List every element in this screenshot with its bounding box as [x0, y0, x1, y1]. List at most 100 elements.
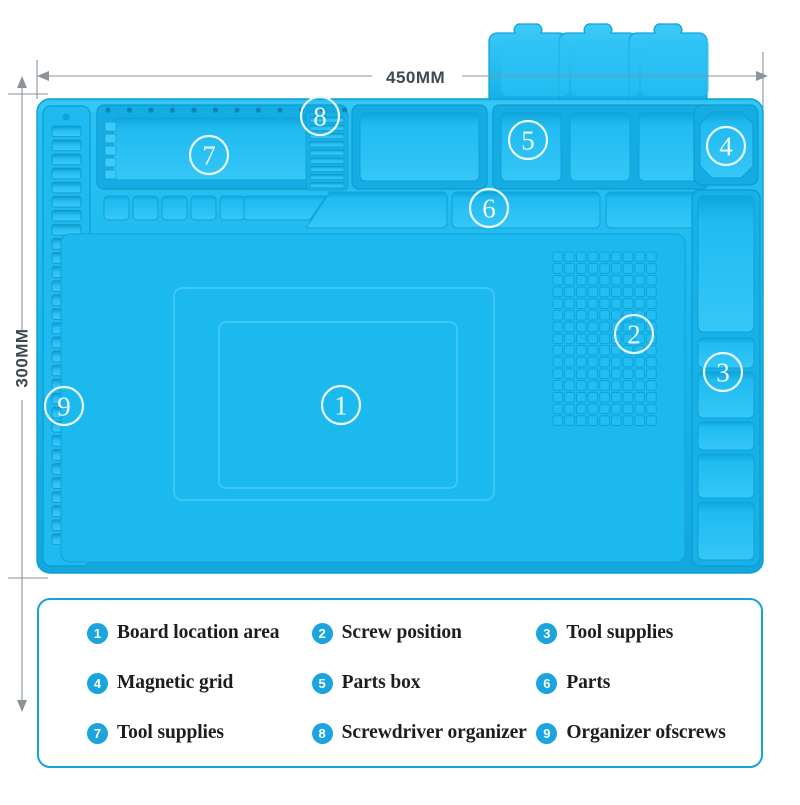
- screw-pocket: [646, 298, 657, 309]
- screw-pocket: [646, 380, 657, 391]
- callout-ring-8: [299, 95, 341, 137]
- callout-number-4: 4: [719, 132, 733, 162]
- screw-pocket: [552, 356, 564, 368]
- screw-pocket: [611, 251, 622, 263]
- screw-pocket: [622, 391, 634, 403]
- screwdriver-organizer-ribs: [305, 111, 349, 191]
- screw-position-grid: [552, 251, 657, 426]
- screw-slot: [51, 167, 82, 180]
- mat-callout-2: 2: [613, 313, 655, 355]
- screw-pocket: [599, 403, 610, 415]
- screw-pocket: [611, 403, 622, 415]
- screw-pocket: [646, 403, 657, 415]
- screw-pocket: [622, 286, 634, 298]
- screw-pocket: [575, 298, 587, 309]
- screw-pocket: [599, 263, 610, 274]
- screw-pocket: [622, 321, 634, 333]
- callout-number-5: 5: [521, 126, 535, 156]
- screw-pocket: [575, 251, 587, 263]
- screw-pocket: [611, 345, 622, 356]
- screw-pocket: [599, 391, 610, 403]
- top-edge-hole: [255, 107, 262, 113]
- mat-callout-9: 9: [43, 385, 85, 427]
- parts-box-cells: [492, 104, 709, 190]
- screw-pocket: [611, 368, 622, 380]
- screw-pocket: [552, 380, 564, 391]
- screw-pocket: [552, 368, 564, 380]
- screw-pocket: [634, 368, 645, 380]
- screw-pocket: [564, 310, 575, 321]
- screw-pocket: [599, 415, 610, 426]
- screw-pocket: [587, 368, 599, 380]
- screw-pocket: [587, 345, 599, 356]
- screw-pocket: [622, 298, 634, 309]
- screw-pocket: [552, 345, 564, 356]
- screwdriver-rib: [309, 116, 345, 123]
- screw-pocket: [634, 274, 645, 286]
- screw-slot: [51, 181, 82, 194]
- screw-slot: [51, 139, 82, 152]
- mat-callout-8: 8: [299, 95, 341, 137]
- screw-pocket: [587, 391, 599, 403]
- small-tray: [132, 195, 159, 221]
- screw-pocket: [564, 391, 575, 403]
- legend-badge-1: 1: [87, 622, 108, 644]
- screw-pocket: [611, 415, 622, 426]
- screw-pocket: [587, 415, 599, 426]
- screw-pocket: [564, 415, 575, 426]
- screw-pocket: [599, 345, 610, 356]
- legend-label-9: Organizer ofscrews: [566, 722, 726, 743]
- parts-box-lids: [488, 23, 709, 100]
- screw-pocket: [575, 286, 587, 298]
- screw-pocket: [575, 263, 587, 274]
- screw-pocket: [564, 380, 575, 391]
- screw-pocket: [611, 298, 622, 309]
- screw-pocket: [552, 298, 564, 309]
- screw-pocket: [587, 263, 599, 274]
- screw-pocket: [552, 263, 564, 274]
- screw-pocket: [634, 403, 645, 415]
- mat-callout-5: 5: [507, 119, 549, 161]
- screwdriver-rib: [309, 141, 345, 148]
- screw-pocket: [611, 356, 622, 368]
- small-tray: [219, 195, 246, 221]
- screw-pocket: [622, 380, 634, 391]
- mat-callout-7: 7: [188, 134, 230, 176]
- screw-pocket: [575, 391, 587, 403]
- mat-callout-6: 6: [468, 187, 510, 229]
- screw-pocket: [552, 403, 564, 415]
- screw-pocket: [611, 310, 622, 321]
- parts-row: [305, 191, 707, 229]
- callout-ring-5: [507, 119, 549, 161]
- tray-notch: [104, 157, 117, 168]
- callout-number-3: 3: [716, 358, 730, 388]
- top-edge-hole: [105, 107, 111, 113]
- top-edge-hole: [341, 107, 348, 113]
- screw-pocket: [587, 251, 599, 263]
- screw-pocket: [564, 286, 575, 298]
- top-edge-hole: [148, 107, 154, 113]
- screw-pocket: [646, 356, 657, 368]
- callout-ring-1: [320, 384, 362, 426]
- mat-callout-3: 3: [702, 351, 744, 393]
- screw-pocket: [634, 333, 645, 344]
- screw-pocket: [646, 391, 657, 403]
- legend-badge-7: 7: [87, 722, 108, 744]
- screwdriver-rib: [309, 149, 345, 156]
- top-edge-hole: [126, 107, 133, 113]
- legend-label-4: Magnetic grid: [117, 672, 234, 693]
- legend-badge-5: 5: [311, 672, 333, 694]
- screw-slot: [51, 209, 82, 222]
- legend-badge-8: 8: [311, 722, 333, 744]
- screwdriver-rib: [309, 174, 345, 180]
- top-edge-hole: [277, 107, 283, 113]
- screw-pocket: [564, 274, 575, 286]
- screw-pocket: [634, 286, 645, 298]
- upper-middle-compartment: [351, 104, 488, 190]
- callout-number-2: 2: [627, 320, 641, 350]
